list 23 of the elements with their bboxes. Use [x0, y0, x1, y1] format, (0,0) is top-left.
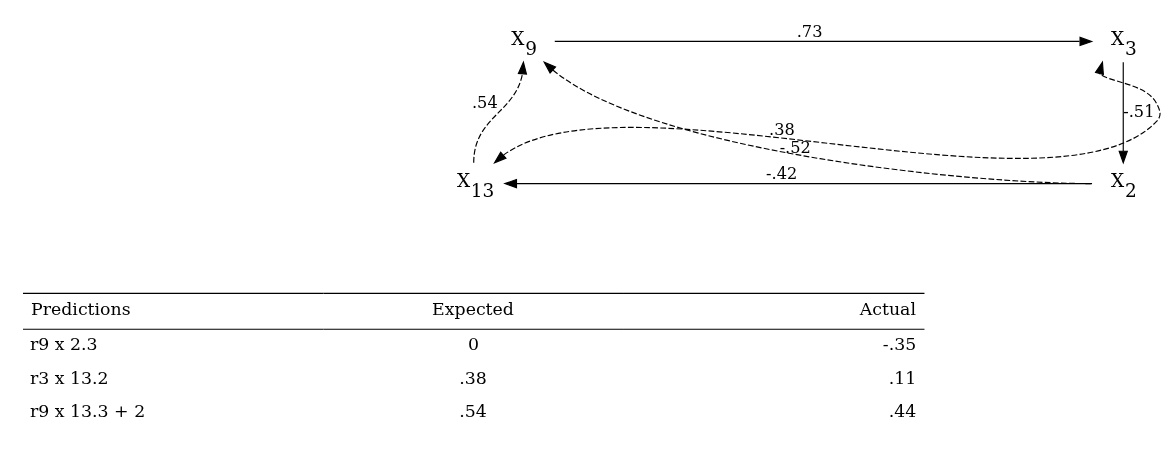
edge-label: .73 [796, 21, 823, 41]
label: 0 [467, 333, 479, 354]
arrow [473, 60, 528, 163]
edge-label: -.51 [1123, 101, 1155, 121]
edge-label: .54 [471, 92, 498, 112]
label: Expected [432, 298, 514, 319]
label: Predictions [31, 298, 131, 319]
label: r9 x 2.3 [29, 333, 98, 354]
label: .44 [888, 400, 917, 421]
arrow [1118, 61, 1129, 165]
arrow [503, 178, 1093, 188]
label: -.35 [882, 333, 917, 354]
label: .11 [888, 367, 917, 388]
edge-label: .38 [769, 119, 795, 139]
label: Actual [859, 298, 916, 319]
edge-label: -.52 [779, 137, 811, 157]
label: .54 [459, 400, 487, 421]
label: r9 x 13.3 + 2 [29, 400, 146, 421]
edge-label: -.42 [766, 163, 798, 183]
label: .38 [459, 367, 487, 388]
label: r3 x 13.2 [29, 367, 109, 388]
arrow [554, 36, 1094, 46]
arrow [493, 60, 1161, 164]
